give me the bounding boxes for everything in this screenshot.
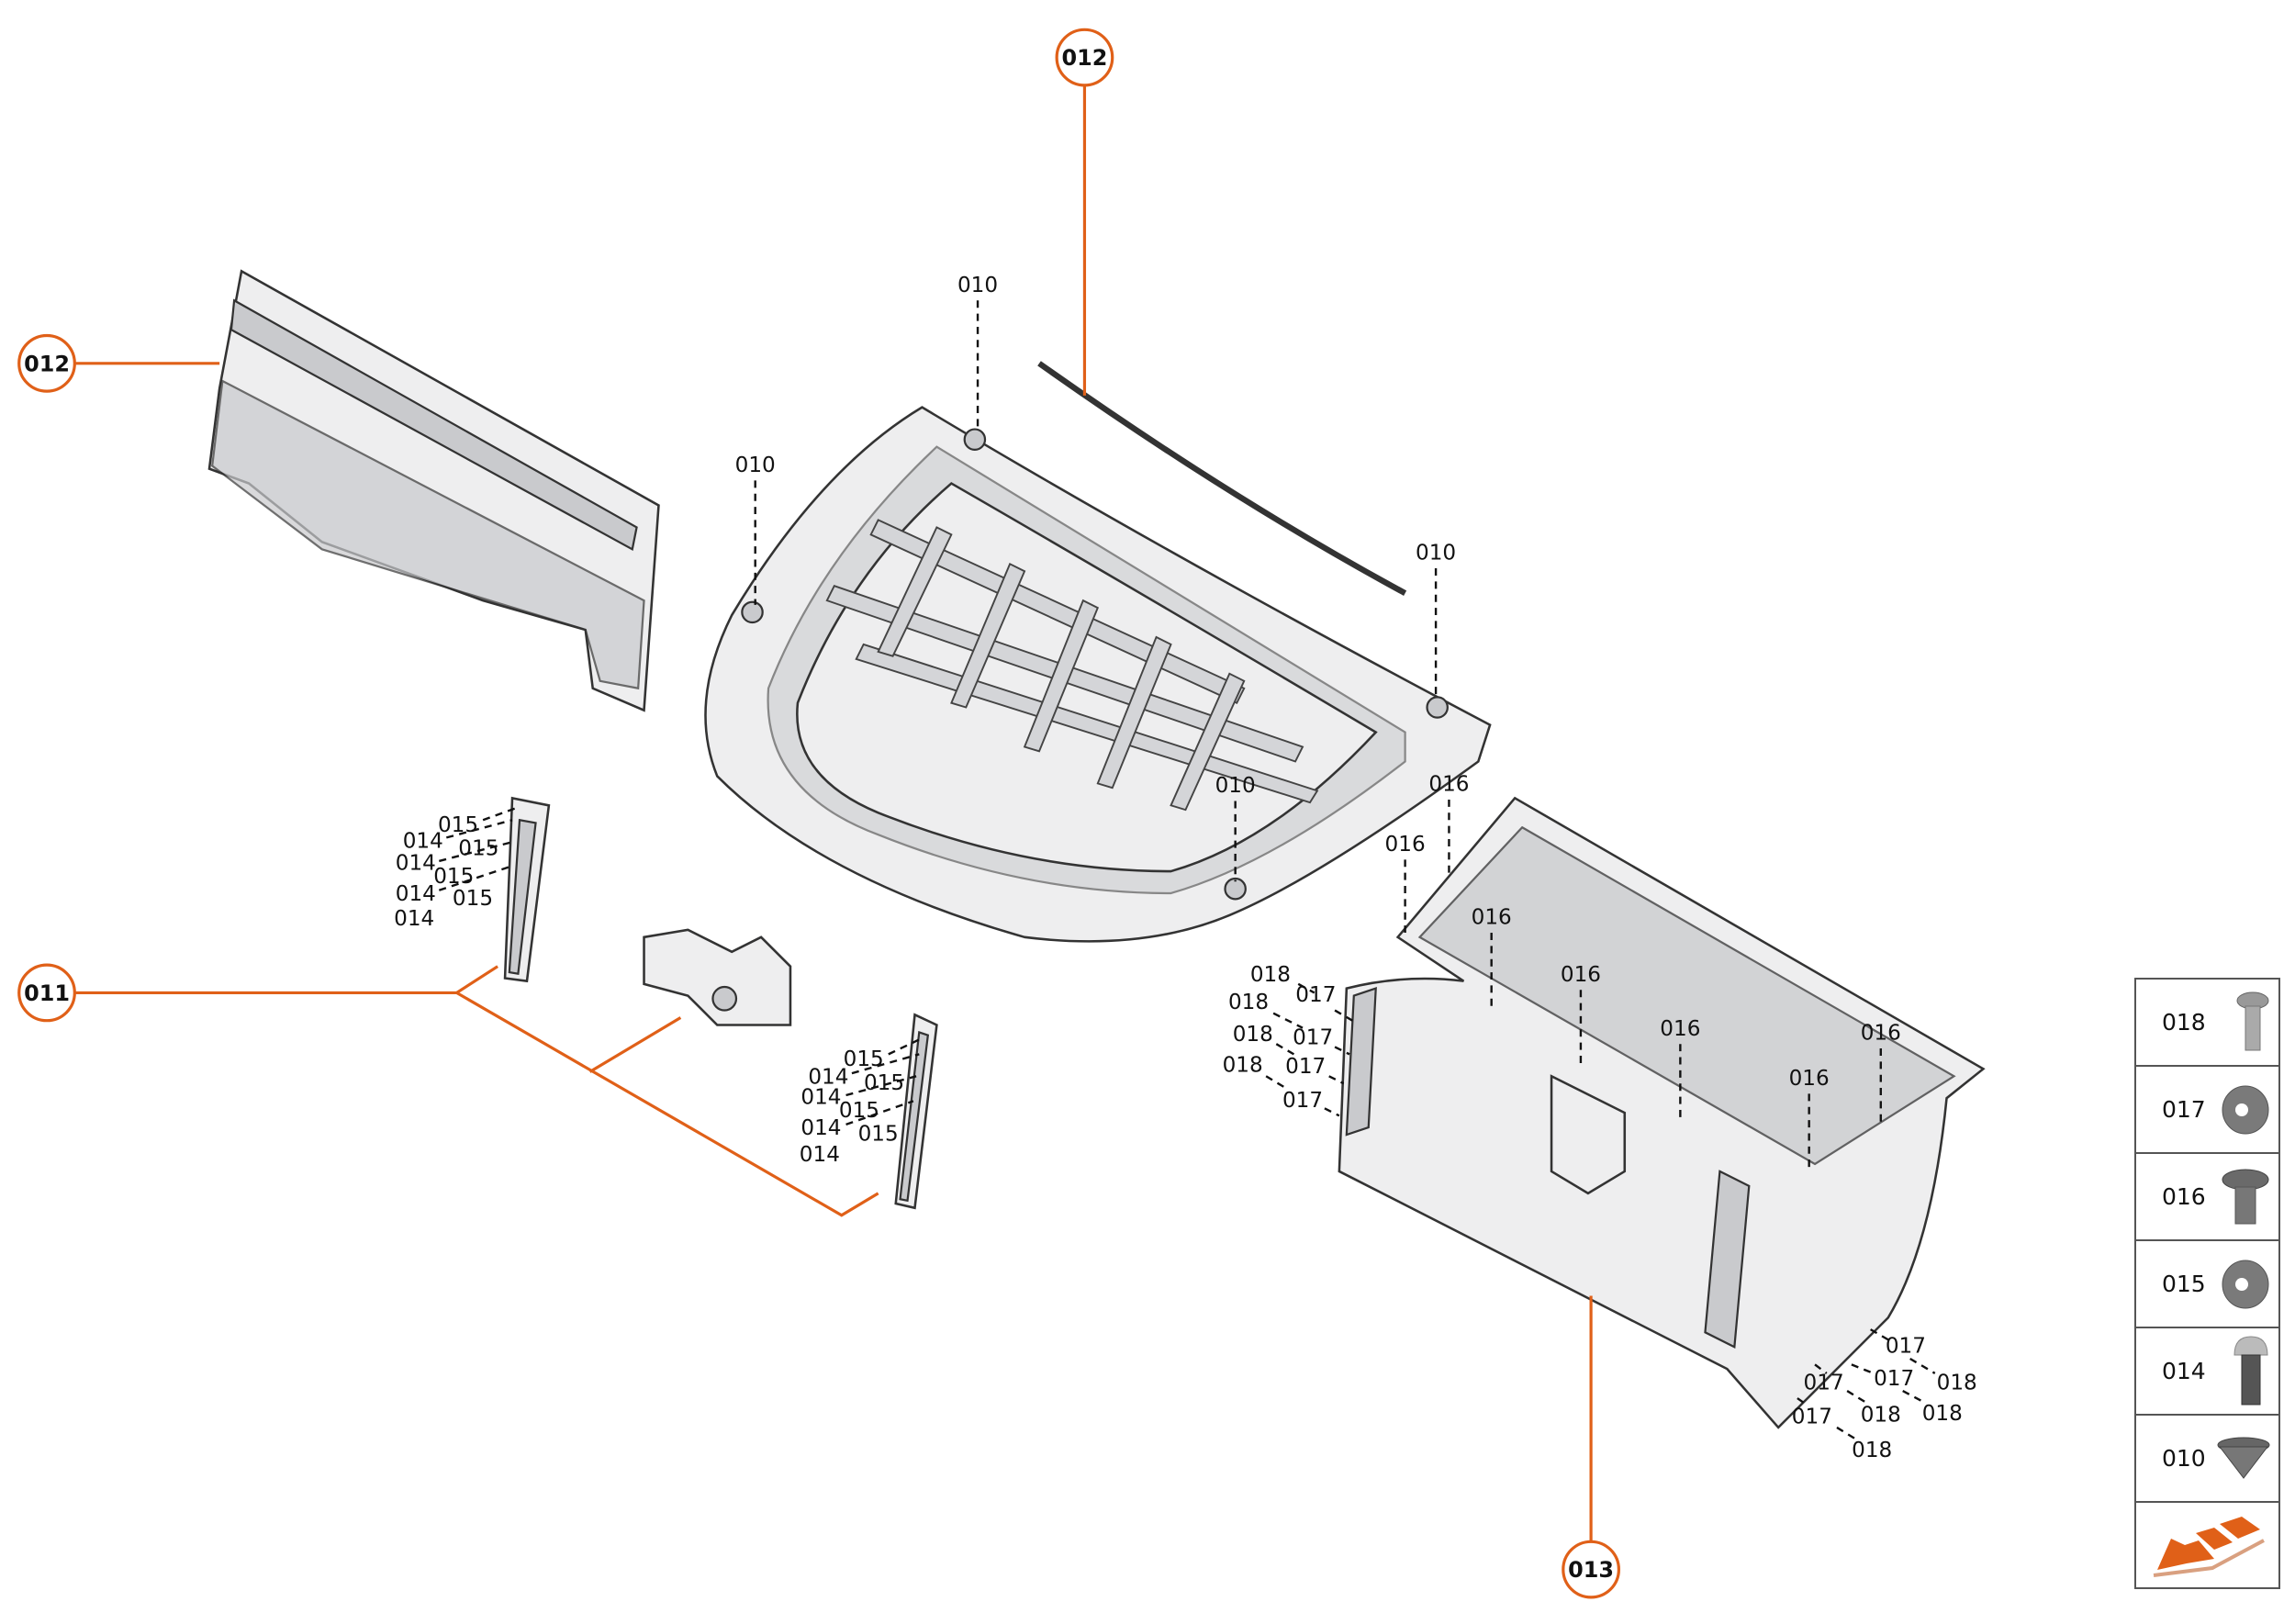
part-label: 014: [800, 1116, 841, 1140]
part-label: 017: [1804, 1372, 1844, 1395]
part-label: 015: [458, 837, 498, 861]
part-label: 018: [1223, 1054, 1263, 1078]
washer-icon: [2222, 1085, 2269, 1134]
part-label: 014: [808, 1065, 848, 1089]
part-label: 018: [1228, 991, 1269, 1014]
button-head-bolt-icon: [2233, 1335, 2268, 1405]
labels-bracket-right: 015 014 015 014 015 014 015 014: [800, 1038, 920, 1167]
part-label: 016: [1789, 1067, 1830, 1091]
hinge-bracket-left: [503, 796, 551, 983]
labels-016: 016 016 016 016 016 016 016: [1385, 773, 1901, 1169]
part-label: 016: [1472, 906, 1512, 930]
part-label: 018: [1852, 1439, 1892, 1462]
direction-arrow-icon: [2153, 1517, 2265, 1577]
labels-duct-bottom: 017 018 017 017 018 018 017 018: [1792, 1328, 1977, 1462]
hinge-mechanism: [643, 928, 792, 1026]
legend-item-016[interactable]: 016: [2136, 1154, 2278, 1241]
part-label: 017: [1285, 1055, 1326, 1079]
part-label: 014: [800, 1086, 841, 1110]
part-label: 015: [453, 887, 493, 911]
part-label: 017: [1886, 1335, 1926, 1359]
legend-label: 015: [2162, 1271, 2206, 1297]
part-label: 017: [1282, 1089, 1323, 1113]
flange-screw-icon: [2222, 1169, 2269, 1224]
part-label: 018: [1233, 1023, 1273, 1047]
conical-clip-icon: [2217, 1437, 2270, 1479]
part-label: 016: [1428, 773, 1469, 797]
callout-label: 011: [24, 980, 70, 1006]
part-label: 016: [1385, 833, 1426, 857]
callout-label: 013: [1568, 1557, 1614, 1583]
part-label: 018: [1250, 963, 1291, 987]
legend-item-014[interactable]: 014: [2136, 1328, 2278, 1416]
part-label: 014: [394, 907, 434, 931]
frame-slats: [825, 519, 1319, 812]
part-label: 016: [1561, 963, 1601, 987]
callout-lines: [74, 84, 1593, 1542]
part-label: 014: [396, 852, 436, 876]
legend-label: 014: [2162, 1358, 2206, 1384]
parts-legend: 018 017 016 015 014 010: [2134, 978, 2280, 1589]
legend-label: 010: [2162, 1445, 2206, 1472]
callout-013[interactable]: 013: [1562, 1540, 1620, 1599]
part-label: 018: [1922, 1402, 1963, 1426]
callout-011[interactable]: 011: [17, 963, 76, 1023]
air-duct-part: [1338, 796, 1986, 1429]
callout-012-top[interactable]: 012: [1055, 28, 1114, 87]
part-label: 015: [844, 1047, 884, 1071]
grille-left-part: [207, 269, 660, 712]
part-label: 014: [800, 1143, 840, 1167]
legend-item-018[interactable]: 018: [2136, 980, 2278, 1067]
labels-bracket-left: 015 014 015 014 015 014 015 014: [394, 807, 516, 931]
seal-strip-part: [1037, 361, 1407, 596]
callout-label: 012: [1061, 45, 1107, 71]
hinge-bracket-right: [894, 1013, 938, 1210]
part-label: 015: [864, 1071, 904, 1095]
legend-label: 017: [2162, 1096, 2206, 1123]
part-label: 010: [1416, 542, 1456, 566]
part-label: 016: [1861, 1022, 1901, 1046]
legend-label: 018: [2162, 1009, 2206, 1036]
part-label: 010: [735, 454, 776, 477]
part-label: 016: [1660, 1017, 1700, 1041]
flange-screw-icon: [2236, 991, 2269, 1050]
part-label: 018: [1937, 1372, 1977, 1395]
part-label: 017: [1293, 1025, 1333, 1049]
callout-012-left[interactable]: 012: [17, 333, 76, 393]
part-label: 015: [858, 1123, 899, 1147]
grille-frame-part: [704, 406, 1492, 943]
callout-label: 012: [24, 351, 70, 376]
washer-icon: [2222, 1260, 2269, 1308]
part-label: 014: [403, 830, 443, 854]
part-label: 014: [396, 882, 436, 906]
part-label: 015: [438, 813, 478, 837]
legend-label: 016: [2162, 1183, 2206, 1210]
part-label: 010: [957, 274, 998, 297]
labels-duct-side: 018 017 018 017 018 017 018 017: [1223, 963, 1353, 1117]
direction-arrow-button[interactable]: [2136, 1503, 2278, 1587]
part-label: 010: [1215, 774, 1256, 798]
legend-item-015[interactable]: 015: [2136, 1241, 2278, 1328]
part-label: 017: [1874, 1367, 1914, 1391]
legend-item-017[interactable]: 017: [2136, 1067, 2278, 1154]
part-label: 018: [1861, 1404, 1901, 1428]
legend-item-010[interactable]: 010: [2136, 1416, 2278, 1503]
part-label: 017: [1792, 1405, 1832, 1428]
